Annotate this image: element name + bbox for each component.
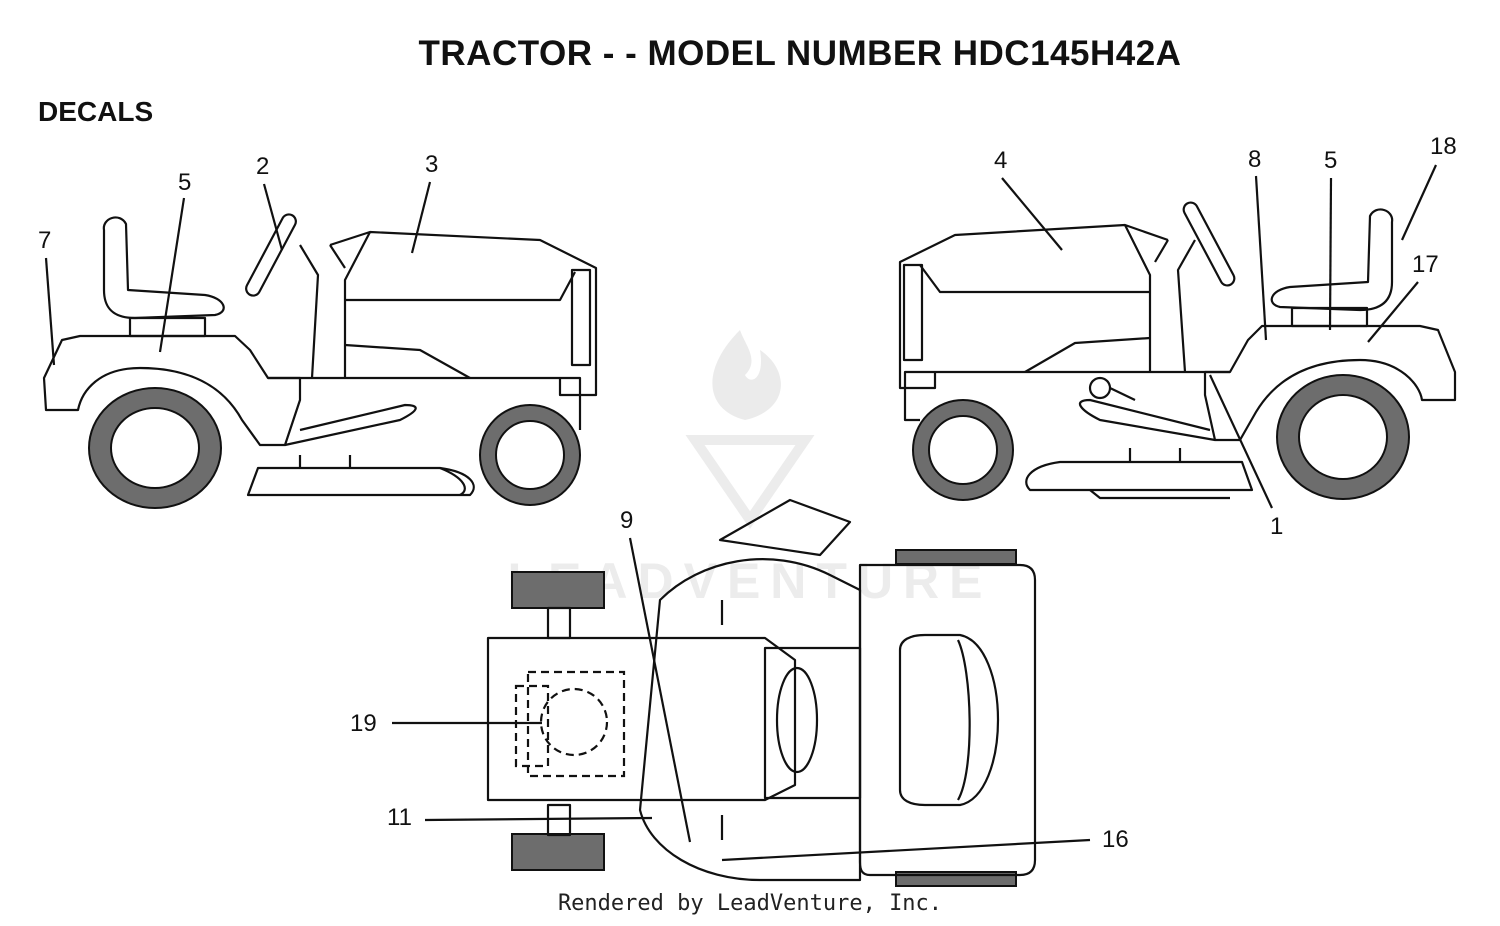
- left-callouts: 7 5 2 3: [38, 151, 438, 366]
- top-callouts: 9 19 11 16: [350, 507, 1129, 862]
- callout-18: 18: [1430, 133, 1457, 160]
- callout-5-right: 5: [1324, 147, 1337, 174]
- callout-3: 3: [425, 151, 438, 178]
- callout-1: 1: [1270, 513, 1283, 540]
- callout-17: 17: [1412, 251, 1439, 278]
- callout-4: 4: [994, 147, 1007, 174]
- callout-2: 2: [256, 153, 269, 180]
- callout-7: 7: [38, 227, 51, 254]
- right-side-tractor: [898, 201, 1457, 501]
- render-credit: Rendered by LeadVenture, Inc.: [557, 891, 943, 916]
- callout-8: 8: [1248, 146, 1261, 173]
- front-right-tire-top: [511, 833, 605, 871]
- top-view-tractor: [486, 498, 1037, 887]
- callout-19: 19: [350, 710, 377, 737]
- page-title: TRACTOR - - MODEL NUMBER HDC145H42A: [418, 34, 1182, 73]
- callout-11: 11: [387, 804, 412, 831]
- callout-5-left: 5: [178, 169, 191, 196]
- front-left-tire-top: [511, 571, 605, 609]
- left-side-tractor: [42, 213, 598, 509]
- section-heading: DECALS: [38, 96, 154, 127]
- callout-9: 9: [620, 507, 633, 534]
- callout-16: 16: [1102, 826, 1129, 853]
- right-callouts: 4 8 5 18 17 1: [994, 133, 1457, 540]
- rear-left-tire-top: [895, 549, 1017, 565]
